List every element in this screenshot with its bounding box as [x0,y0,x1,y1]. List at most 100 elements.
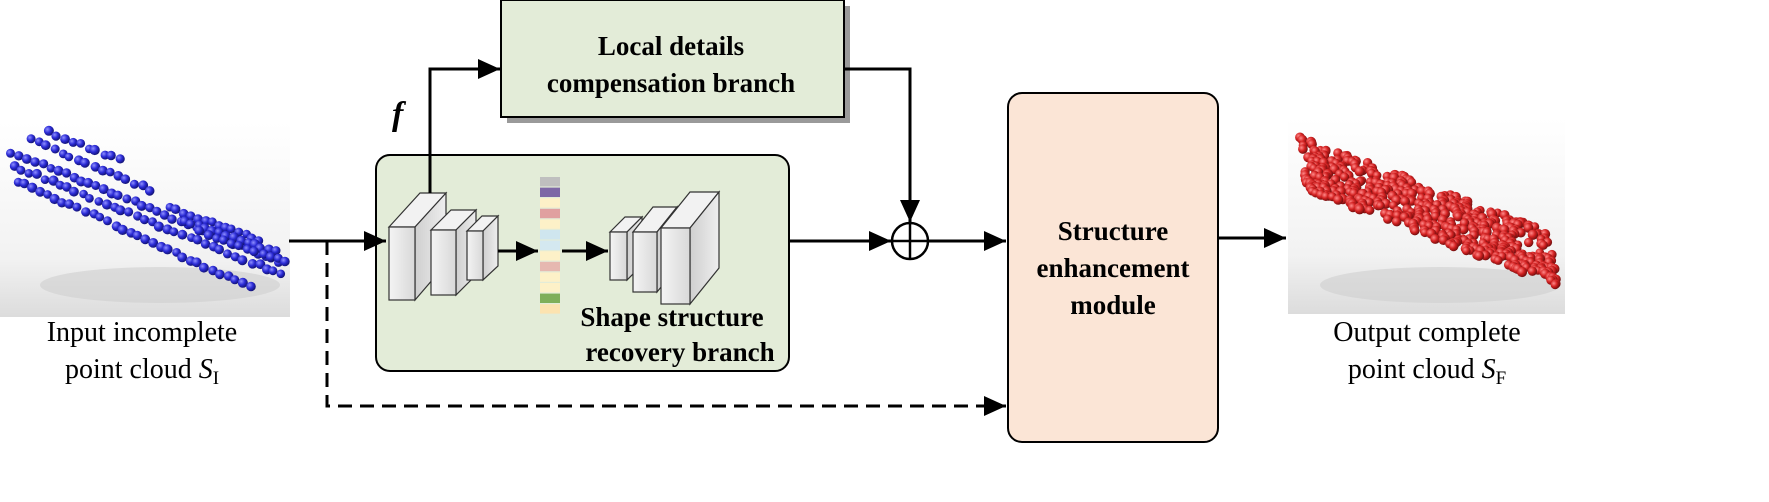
input-point [226,224,236,234]
local-details-branch-box: Local details compensation branch [500,0,850,123]
input-point [76,139,86,148]
input-point [19,178,30,189]
input-point [208,217,217,227]
input-point [48,175,59,186]
input-point [276,269,286,279]
input-point [145,203,155,213]
input-point [159,210,170,220]
arrow-skip-input-to-enhancement [325,241,1006,416]
output-point [1340,172,1350,182]
feature-stripe [540,219,560,229]
input-caption-line1: Input incomplete [47,317,238,348]
input-point [192,234,203,245]
input-point [27,182,38,193]
input-point [148,238,159,248]
input-point [115,154,125,164]
input-point [219,235,229,245]
structure-enhancement-module-box: Structure enhancement module [1007,92,1219,443]
feature-stripe [540,198,560,208]
input-point [43,125,54,136]
input-point [50,144,60,154]
encoder-layers [387,191,500,302]
input-point [271,246,281,256]
input-point [132,230,142,241]
input-point [237,277,248,288]
input-point [136,200,147,211]
input-point [90,162,101,172]
input-point [138,180,149,191]
input-point [81,207,91,217]
output-point [1524,237,1534,248]
output-point [1474,250,1485,261]
input-point [39,159,49,169]
input-point [43,190,52,199]
arrow-feature-to-local-branch [428,59,500,193]
input-point [214,244,224,255]
input-point [212,233,222,243]
output-point [1298,144,1308,154]
input-point [40,140,51,151]
feature-stripe [540,272,560,282]
feature-stripe [540,240,560,250]
feature-stripe [540,283,560,293]
input-point [117,224,128,235]
output-point [1516,266,1528,278]
output-point [1365,205,1375,215]
input-point [167,214,177,224]
input-point [72,202,82,212]
output-point [1383,214,1393,224]
input-point [62,182,72,192]
input-point [31,168,42,179]
input-point [169,227,179,237]
output-point [1538,240,1548,250]
latent-feature-vector [540,177,560,314]
input-point [24,169,34,178]
input-point [191,257,202,268]
input-point [83,177,94,188]
input-subscript: I [213,368,219,389]
output-point [1354,166,1365,177]
output-caption-line2: point cloud SF [1348,354,1506,389]
feature-stripe [540,187,560,197]
input-point [40,175,50,184]
input-point [237,255,248,266]
feature-stripe [540,261,560,272]
input-point [64,199,75,209]
input-point [162,244,173,255]
input-point [26,134,36,144]
feature-stripe [540,251,560,261]
input-point [6,148,15,158]
input-point [226,239,237,249]
input-point [249,246,259,257]
input-point [101,199,113,210]
flow-arrows [289,59,1286,416]
input-point [265,251,276,262]
input-point [230,275,240,285]
input-point [139,215,150,225]
arrow-local-branch-to-sum [844,67,920,222]
input-point [268,266,278,276]
input-point [53,165,64,176]
feature-stripe [540,293,560,303]
input-point [98,184,109,195]
output-point [1453,211,1464,222]
input-point [120,174,131,184]
output-point [1430,234,1441,244]
output-point [1527,229,1539,240]
input-point [153,221,164,232]
output-point [1527,266,1538,276]
output-point [1354,204,1365,215]
input-point [106,150,116,161]
decoder-layers [608,190,721,306]
input-point [46,164,56,173]
input-point [97,165,108,176]
input-point [49,193,60,205]
input-point [103,216,112,226]
output-point [1493,255,1503,265]
local-branch-title-line2: compensation branch [547,68,795,98]
output-subscript: F [1496,368,1507,389]
input-point [95,212,105,222]
local-branch-title-line1: Local details [598,31,744,61]
input-point [200,239,211,249]
